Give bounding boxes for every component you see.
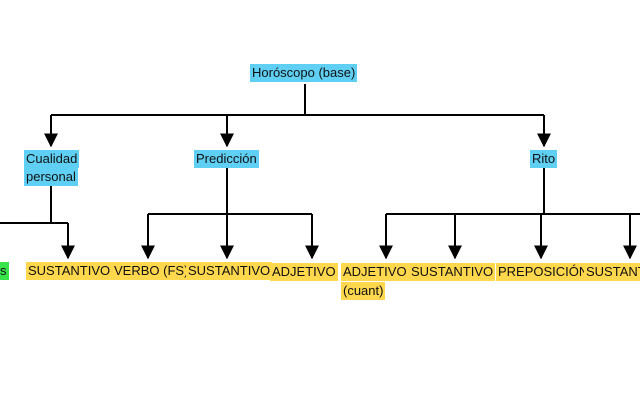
root-node: Horóscopo (base) [250,64,358,82]
leaf-sustantivo-2: SUSTANTIVO [186,262,273,280]
branch-cualidad-line2: personal [24,168,78,186]
leaf-sustantivo-1: SUSTANTIVO [26,262,113,280]
branch-cualidad-line1: Cualidad [24,150,80,168]
leaf-preposicion: PREPOSICIÓN [496,263,591,281]
leaf-adjetivo-2: ADJETIVO [341,263,409,281]
leaf-partial-s: s [0,262,9,280]
leaf-adjetivo-1: ADJETIVO [270,263,338,281]
branch-prediccion: Predicción [194,150,259,168]
leaf-sustantivo-4: SUSTANT [584,263,640,281]
branch-rito: Rito [530,150,558,168]
leaf-adjetivo-2-note: (cuant) [341,282,386,300]
leaf-sustantivo-3: SUSTANTIVO [409,263,496,281]
leaf-verbo-fs: VERBO (FS) [112,262,191,280]
